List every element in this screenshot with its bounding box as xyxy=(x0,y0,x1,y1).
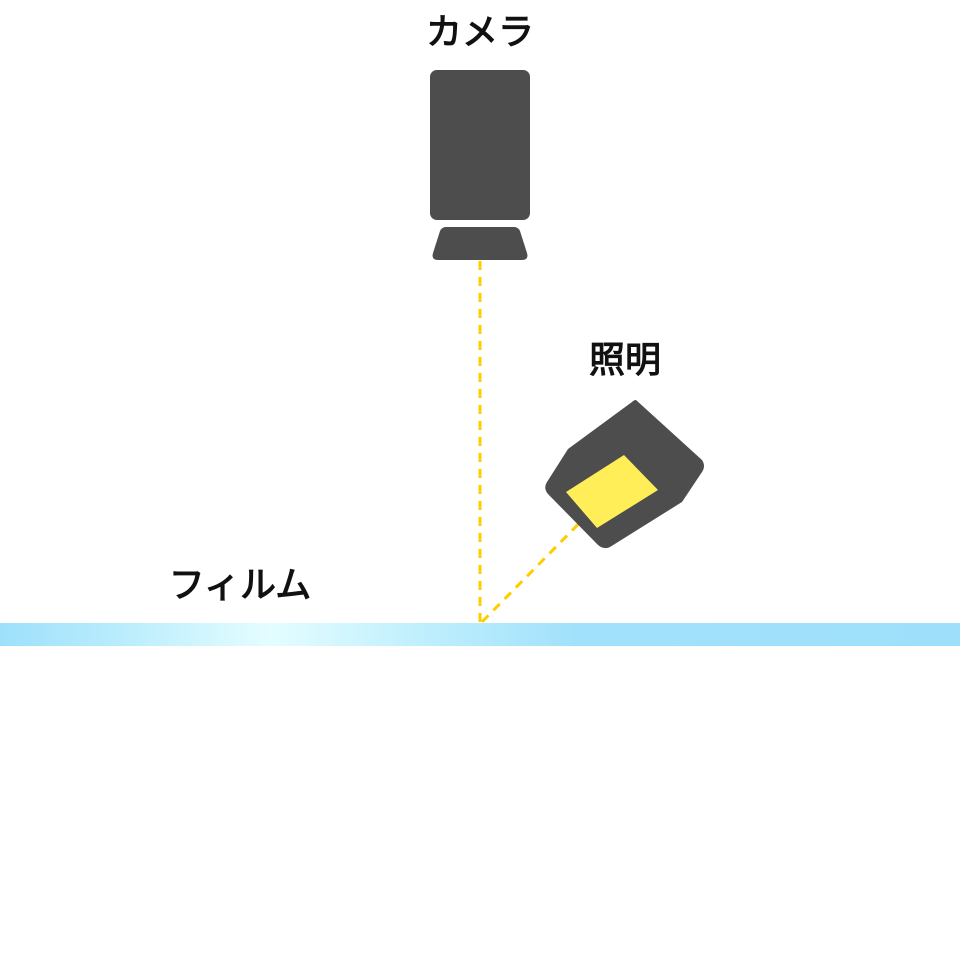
camera-body xyxy=(430,70,530,220)
camera-lens xyxy=(432,227,528,260)
camera-label: カメラ xyxy=(426,12,534,53)
light-icon xyxy=(545,400,704,549)
light-label: 照明 xyxy=(589,340,661,381)
camera-icon xyxy=(430,70,530,260)
light-emitter xyxy=(566,455,658,528)
film-label: フィルム xyxy=(169,565,312,606)
film-strip xyxy=(0,623,960,646)
